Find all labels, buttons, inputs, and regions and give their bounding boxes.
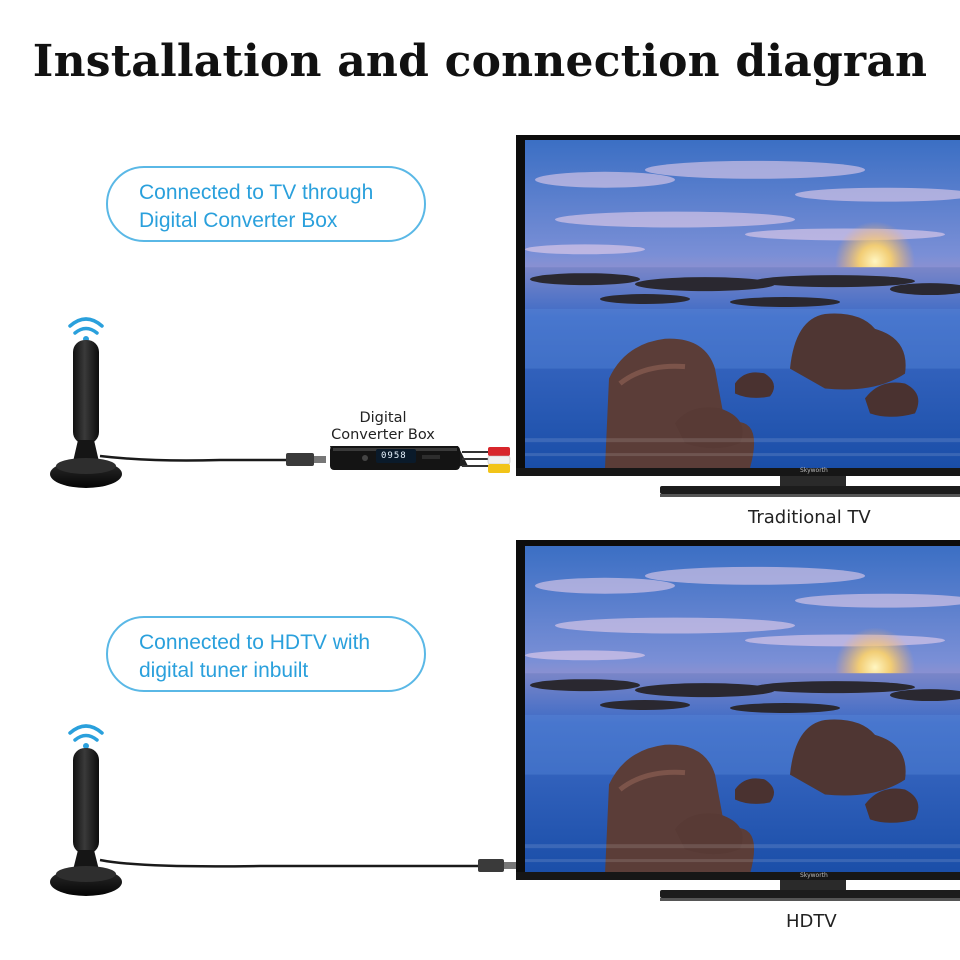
caption-converter-box: Connected to TV through Digital Converte… xyxy=(106,166,426,242)
caption-line: digital tuner inbuilt xyxy=(139,659,309,682)
rca-cables xyxy=(462,447,511,473)
converter-display: 0958 xyxy=(381,451,407,461)
coax-connector xyxy=(286,453,314,466)
coax-connector xyxy=(478,859,504,872)
caption-line: Connected to HDTV with xyxy=(139,631,371,654)
caption-line: Connected to TV through xyxy=(139,181,374,204)
coax-cable xyxy=(99,454,286,462)
tv-traditional xyxy=(516,135,960,497)
antenna-icon xyxy=(50,724,122,896)
caption-line: Digital Converter Box xyxy=(139,209,338,232)
tv-brand: Skyworth xyxy=(800,467,828,474)
converter-box-label-line: Digital xyxy=(359,410,407,426)
tv-label-hdtv: HDTV xyxy=(786,911,837,932)
coax-cable xyxy=(99,858,478,868)
tv-brand: Skyworth xyxy=(800,872,828,879)
caption-hdtv: Connected to HDTV with digital tuner inb… xyxy=(106,616,426,692)
antenna-icon xyxy=(50,317,122,488)
tv-hdtv xyxy=(516,540,960,901)
diagram-title: Installation and connection diagran xyxy=(32,36,928,87)
tv-label-traditional: Traditional TV xyxy=(748,507,871,528)
converter-box-label: Digital Converter Box xyxy=(320,410,446,444)
converter-box xyxy=(330,446,468,470)
converter-box-label-line: Converter Box xyxy=(331,427,435,443)
